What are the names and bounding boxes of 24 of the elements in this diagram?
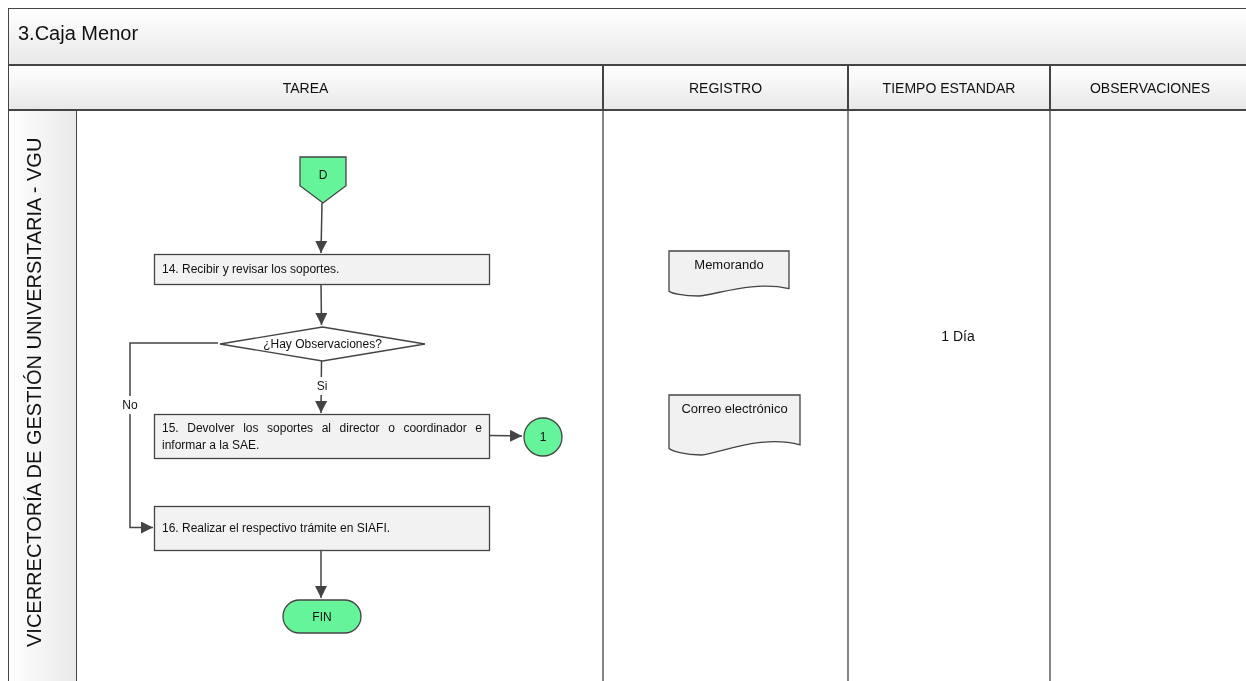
arrow: [315, 202, 328, 254]
edge-label: Si: [316, 379, 328, 393]
process-box: 16. Realizar el respectivo trámite en SIAFI.: [154, 506, 490, 551]
arrow: [315, 283, 328, 326]
connector-circle: 1: [523, 417, 563, 457]
terminator: FIN: [282, 599, 362, 634]
decision-diamond: ¿Hay Observaciones?: [219, 326, 426, 362]
process-box: 15. Devolver los soportes al director o coordinador e informar a la SAE.: [154, 414, 490, 459]
process-box: 14. Recibir y revisar los soportes.: [154, 254, 490, 285]
column-header: OBSERVACIONES: [1050, 65, 1246, 110]
off-page-connector: D: [299, 156, 347, 204]
swimlane: [8, 110, 1246, 681]
document-shape: Correo electrónico: [668, 394, 801, 456]
arrow: [129, 342, 219, 534]
document-shape: Memorando: [668, 250, 790, 297]
column-header: TAREA: [8, 65, 603, 110]
duration-text: 1 Día: [940, 328, 976, 344]
column-header: REGISTRO: [603, 65, 848, 110]
lane-title: VICERRECTORÍA DE GESTIÓN UNIVERSITARIA - VGU: [23, 136, 46, 650]
edge-label: No: [122, 398, 138, 412]
arrow: [488, 429, 523, 442]
arrow: [315, 549, 327, 599]
column-header: TIEMPO ESTANDAR: [848, 65, 1050, 110]
title: 3.Caja Menor: [18, 22, 139, 45]
